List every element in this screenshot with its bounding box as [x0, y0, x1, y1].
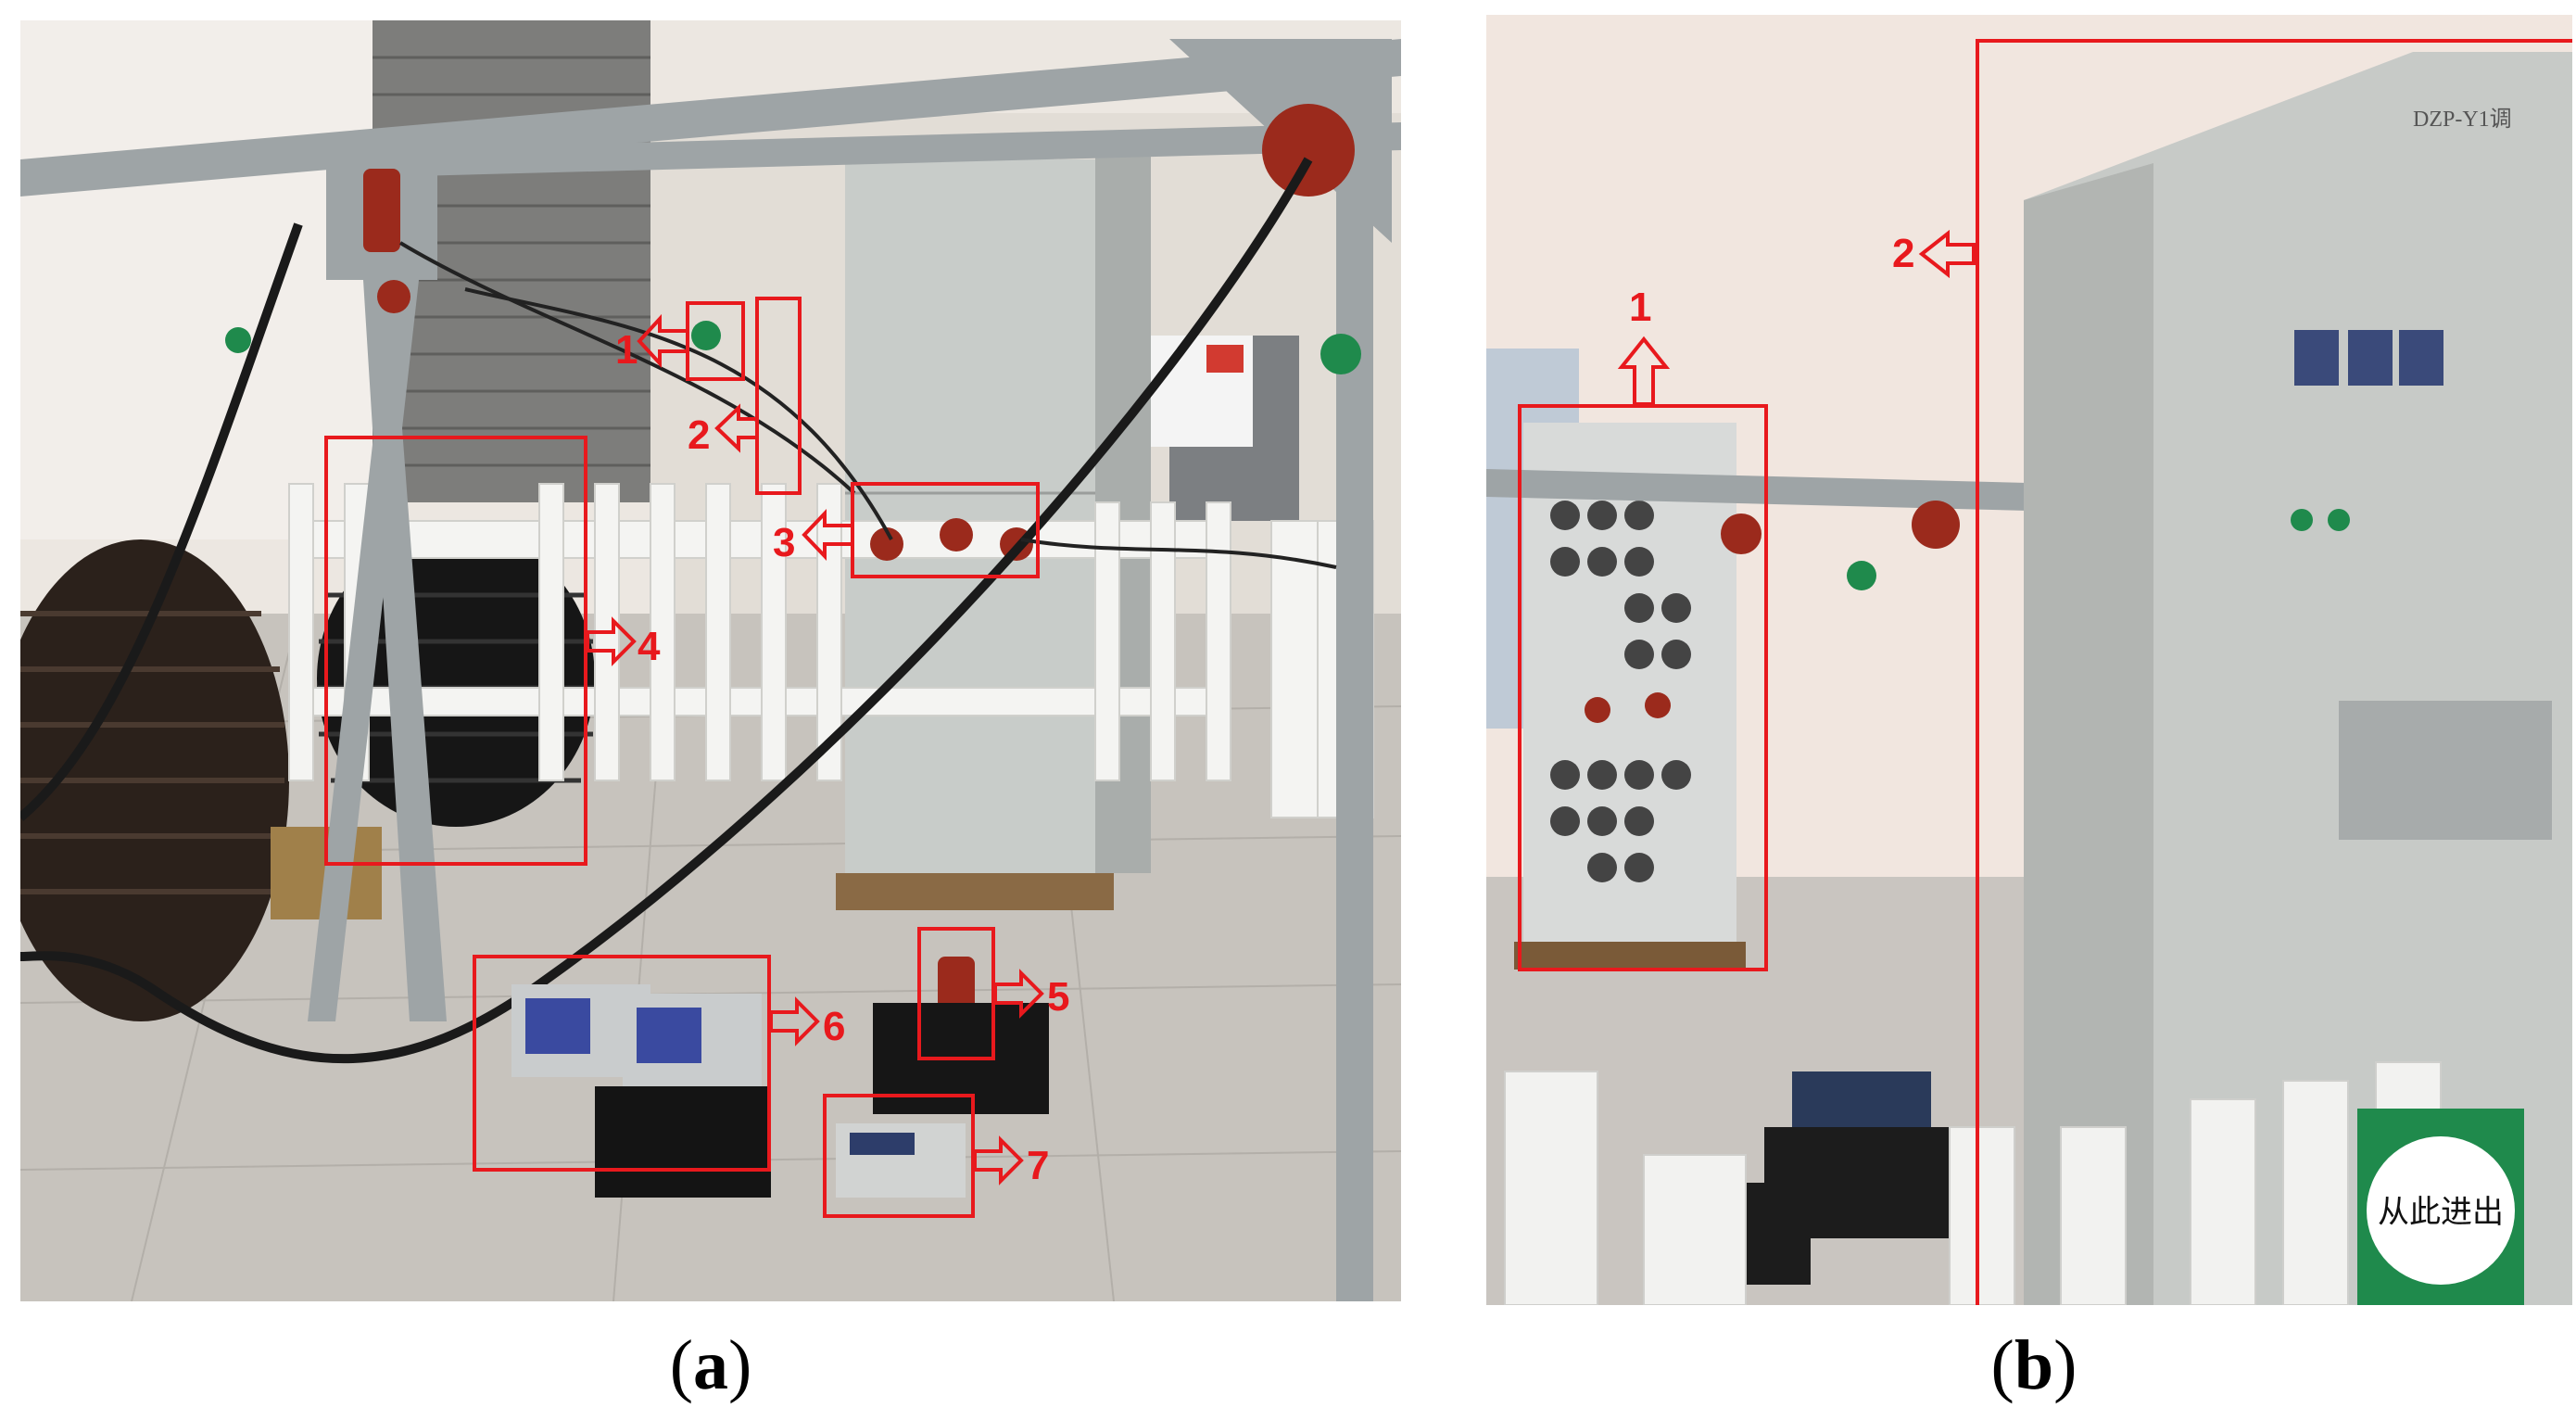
white-fence: [288, 483, 1374, 818]
caption-a-letter: a: [693, 1326, 728, 1404]
callout-b-2: 2: [1892, 231, 1914, 276]
caption-a: (a): [669, 1326, 752, 1404]
lab-photo-b: DZP-Y1调 从此进出 1 2: [1486, 15, 2572, 1305]
callout-a-7: 7: [1027, 1143, 1049, 1188]
callout-a-5: 5: [1047, 974, 1069, 1020]
callout-a-2: 2: [688, 412, 710, 458]
lab-photo-a: 1 2 3 4 5 6 7: [20, 20, 1401, 1301]
callout-a-3: 3: [773, 520, 795, 565]
callout-a-6: 6: [823, 1004, 845, 1049]
callout-b-1: 1: [1629, 285, 1651, 330]
callout-a-4: 4: [638, 624, 661, 669]
photo-panel-a: 1 2 3 4 5 6 7: [20, 20, 1401, 1301]
exit-sign-text: 从此进出: [2378, 1194, 2504, 1231]
callout-a-1: 1: [615, 327, 638, 373]
cabinet-label: DZP-Y1调: [2413, 107, 2512, 132]
photo-panel-b: DZP-Y1调 从此进出 1 2: [1486, 15, 2572, 1305]
caption-b: (b): [1990, 1326, 2077, 1404]
caption-b-letter: b: [2014, 1326, 2054, 1404]
